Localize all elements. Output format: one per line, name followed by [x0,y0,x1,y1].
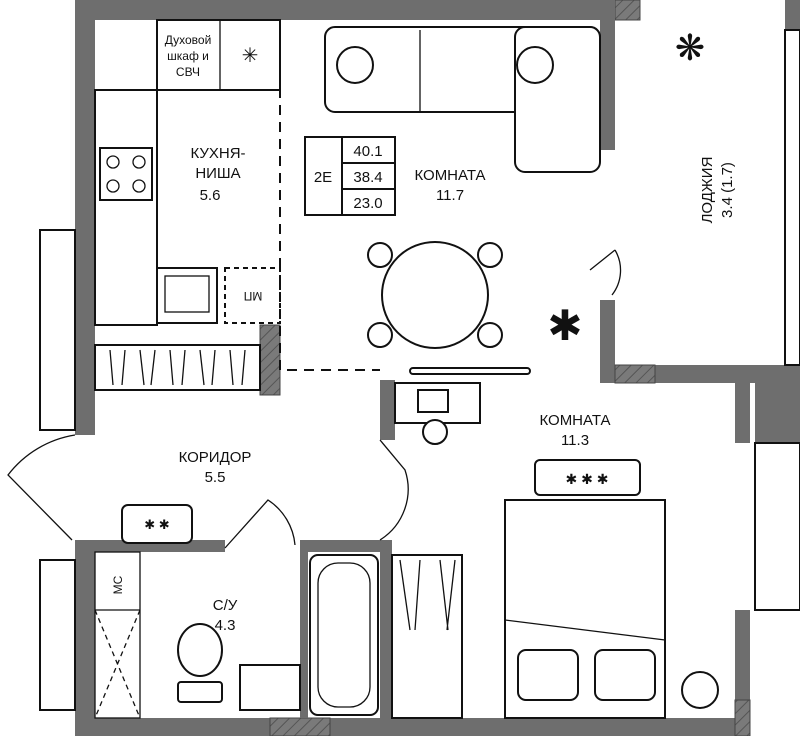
loggia-plant-icon: ❋ [675,27,705,68]
sink-icon [156,267,218,324]
living-area: 23.0 [353,195,382,212]
loggia-area: 3.4 (1.7) [719,162,736,218]
mp-box [224,267,281,324]
fridge-icon: ✳ [242,45,259,67]
shoe-cabinet [121,504,193,544]
bathroom-name: С/У [213,597,238,614]
kitchen-boundary [279,20,380,371]
stove-icon [99,147,153,201]
laptop-icon [417,389,449,413]
oven-label: шкаф и [167,49,209,63]
tv-stand [409,367,531,375]
living-room-area: 11.7 [436,187,464,204]
mc-shaft [94,551,141,719]
total-area: 40.1 [353,143,382,160]
area-excl-loggia: 38.4 [353,169,382,186]
corridor-name: КОРИДОР [179,449,252,466]
oven-label: СВЧ [176,65,200,79]
entrance-door[interactable] [7,434,76,541]
wardrobe [94,344,261,391]
apartment-type: 2Е [314,169,332,186]
bedroom-area: 11.3 [561,432,589,449]
mp-label: МП [244,289,263,303]
hanger-icon: ✱ ✱ [144,517,170,532]
kitchen-counter [94,89,158,326]
mc-label: МС [111,575,125,594]
apartment-summary: 2Е 40.1 38.4 23.0 [304,136,396,216]
kitchen-name: НИША [195,165,240,182]
bedroom-door[interactable] [379,439,409,541]
bedroom-name: КОМНАТА [539,412,610,429]
wardrobe-hangers [109,349,246,386]
kitchen-upper-units [156,19,281,91]
nightstand [534,459,641,496]
lamps-icon: ✱ ✱ ✱ [566,471,609,487]
kitchen-area: 5.6 [200,187,221,204]
walls [39,0,800,736]
living-room-name: КОМНАТА [414,167,485,184]
plant-icon: ✱ [547,302,582,349]
kitchen-name: КУХНЯ- [190,145,245,162]
balcony-door [589,249,622,296]
oven-label: Духовой [165,33,212,47]
corridor-area: 5.5 [205,469,226,486]
bathtub [309,554,379,716]
bathroom-area: 4.3 [215,617,236,634]
dining-table [367,241,503,349]
toilet-icon [177,623,223,677]
bathroom-door[interactable] [224,499,296,549]
washbasin [239,664,301,711]
plant-pot [681,671,719,709]
chair [422,419,448,445]
loggia-name: ЛОДЖИЯ [699,157,716,224]
